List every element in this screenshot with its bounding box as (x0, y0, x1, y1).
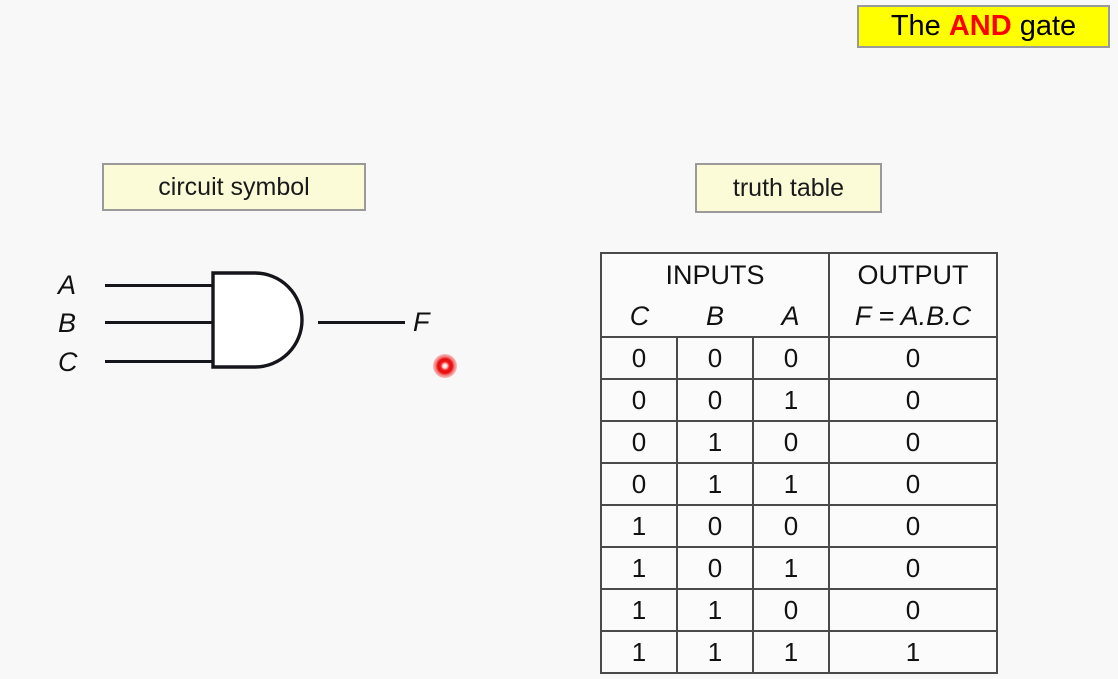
header-output: OUTPUT (828, 252, 998, 296)
table-cell: 1 (752, 546, 830, 590)
output-label-f: F (413, 307, 430, 337)
table-cell: 0 (752, 588, 830, 632)
table-cell: 0 (600, 420, 678, 464)
caption-truth-table: truth table (695, 163, 882, 213)
table-cell: 0 (828, 546, 998, 590)
table-cell: 1 (752, 378, 830, 422)
input-label-b: B (58, 308, 77, 338)
title-emphasis: AND (948, 10, 1012, 42)
input-wire-c (105, 360, 213, 363)
table-cell: 0 (752, 420, 830, 464)
table-cell: 0 (676, 546, 754, 590)
table-cell: 1 (676, 588, 754, 632)
table-cell: 1 (600, 546, 678, 590)
table-cell: 0 (828, 504, 998, 548)
truth-table-head: INPUTS OUTPUT C B A F = A.B.C (600, 252, 998, 338)
output-wire-f (318, 321, 405, 324)
input-label-c: C (58, 347, 78, 377)
red-laser-pointer-icon (433, 354, 457, 378)
header-column-b: B (677, 296, 753, 338)
table-cell: 0 (828, 336, 998, 380)
title-banner: The AND gate (857, 5, 1110, 48)
table-cell: 0 (752, 336, 830, 380)
table-cell: 1 (676, 630, 754, 674)
and-gate-body-icon (211, 271, 304, 369)
input-wire-a (105, 284, 213, 287)
table-cell: 0 (600, 336, 678, 380)
input-wire-b (105, 321, 213, 324)
table-cell: 0 (600, 462, 678, 506)
table-cell: 0 (600, 378, 678, 422)
table-cell: 1 (828, 630, 998, 674)
table-cell: 1 (600, 630, 678, 674)
title-suffix: gate (1011, 10, 1077, 42)
table-cell: 0 (752, 504, 830, 548)
table-cell: 1 (600, 504, 678, 548)
table-cell: 0 (676, 504, 754, 548)
table-cell: 1 (676, 420, 754, 464)
truth-table-group-header-row: INPUTS OUTPUT (600, 252, 998, 296)
caption-truth-table-label: truth table (732, 173, 845, 202)
header-inputs: INPUTS (600, 252, 830, 296)
table-cell: 1 (600, 588, 678, 632)
table-cell: 0 (828, 378, 998, 422)
caption-circuit-symbol-label: circuit symbol (158, 172, 310, 201)
table-cell: 0 (828, 420, 998, 464)
table-cell: 1 (752, 630, 830, 674)
input-label-a: A (58, 270, 77, 300)
header-column-f: F = A.B.C (828, 296, 998, 338)
title-text: The AND gate (891, 12, 1076, 41)
table-cell: 1 (752, 462, 830, 506)
title-prefix: The (890, 10, 949, 42)
table-cell: 1 (676, 462, 754, 506)
table-cell: 0 (828, 462, 998, 506)
header-column-a: A (753, 296, 830, 338)
table-cell: 0 (676, 336, 754, 380)
header-column-c: C (600, 296, 677, 338)
table-cell: 0 (676, 378, 754, 422)
truth-table-column-header-row: C B A F = A.B.C (600, 296, 998, 338)
caption-circuit-symbol: circuit symbol (102, 163, 366, 211)
table-cell: 0 (828, 588, 998, 632)
circuit-diagram: A B C F (0, 0, 520, 679)
